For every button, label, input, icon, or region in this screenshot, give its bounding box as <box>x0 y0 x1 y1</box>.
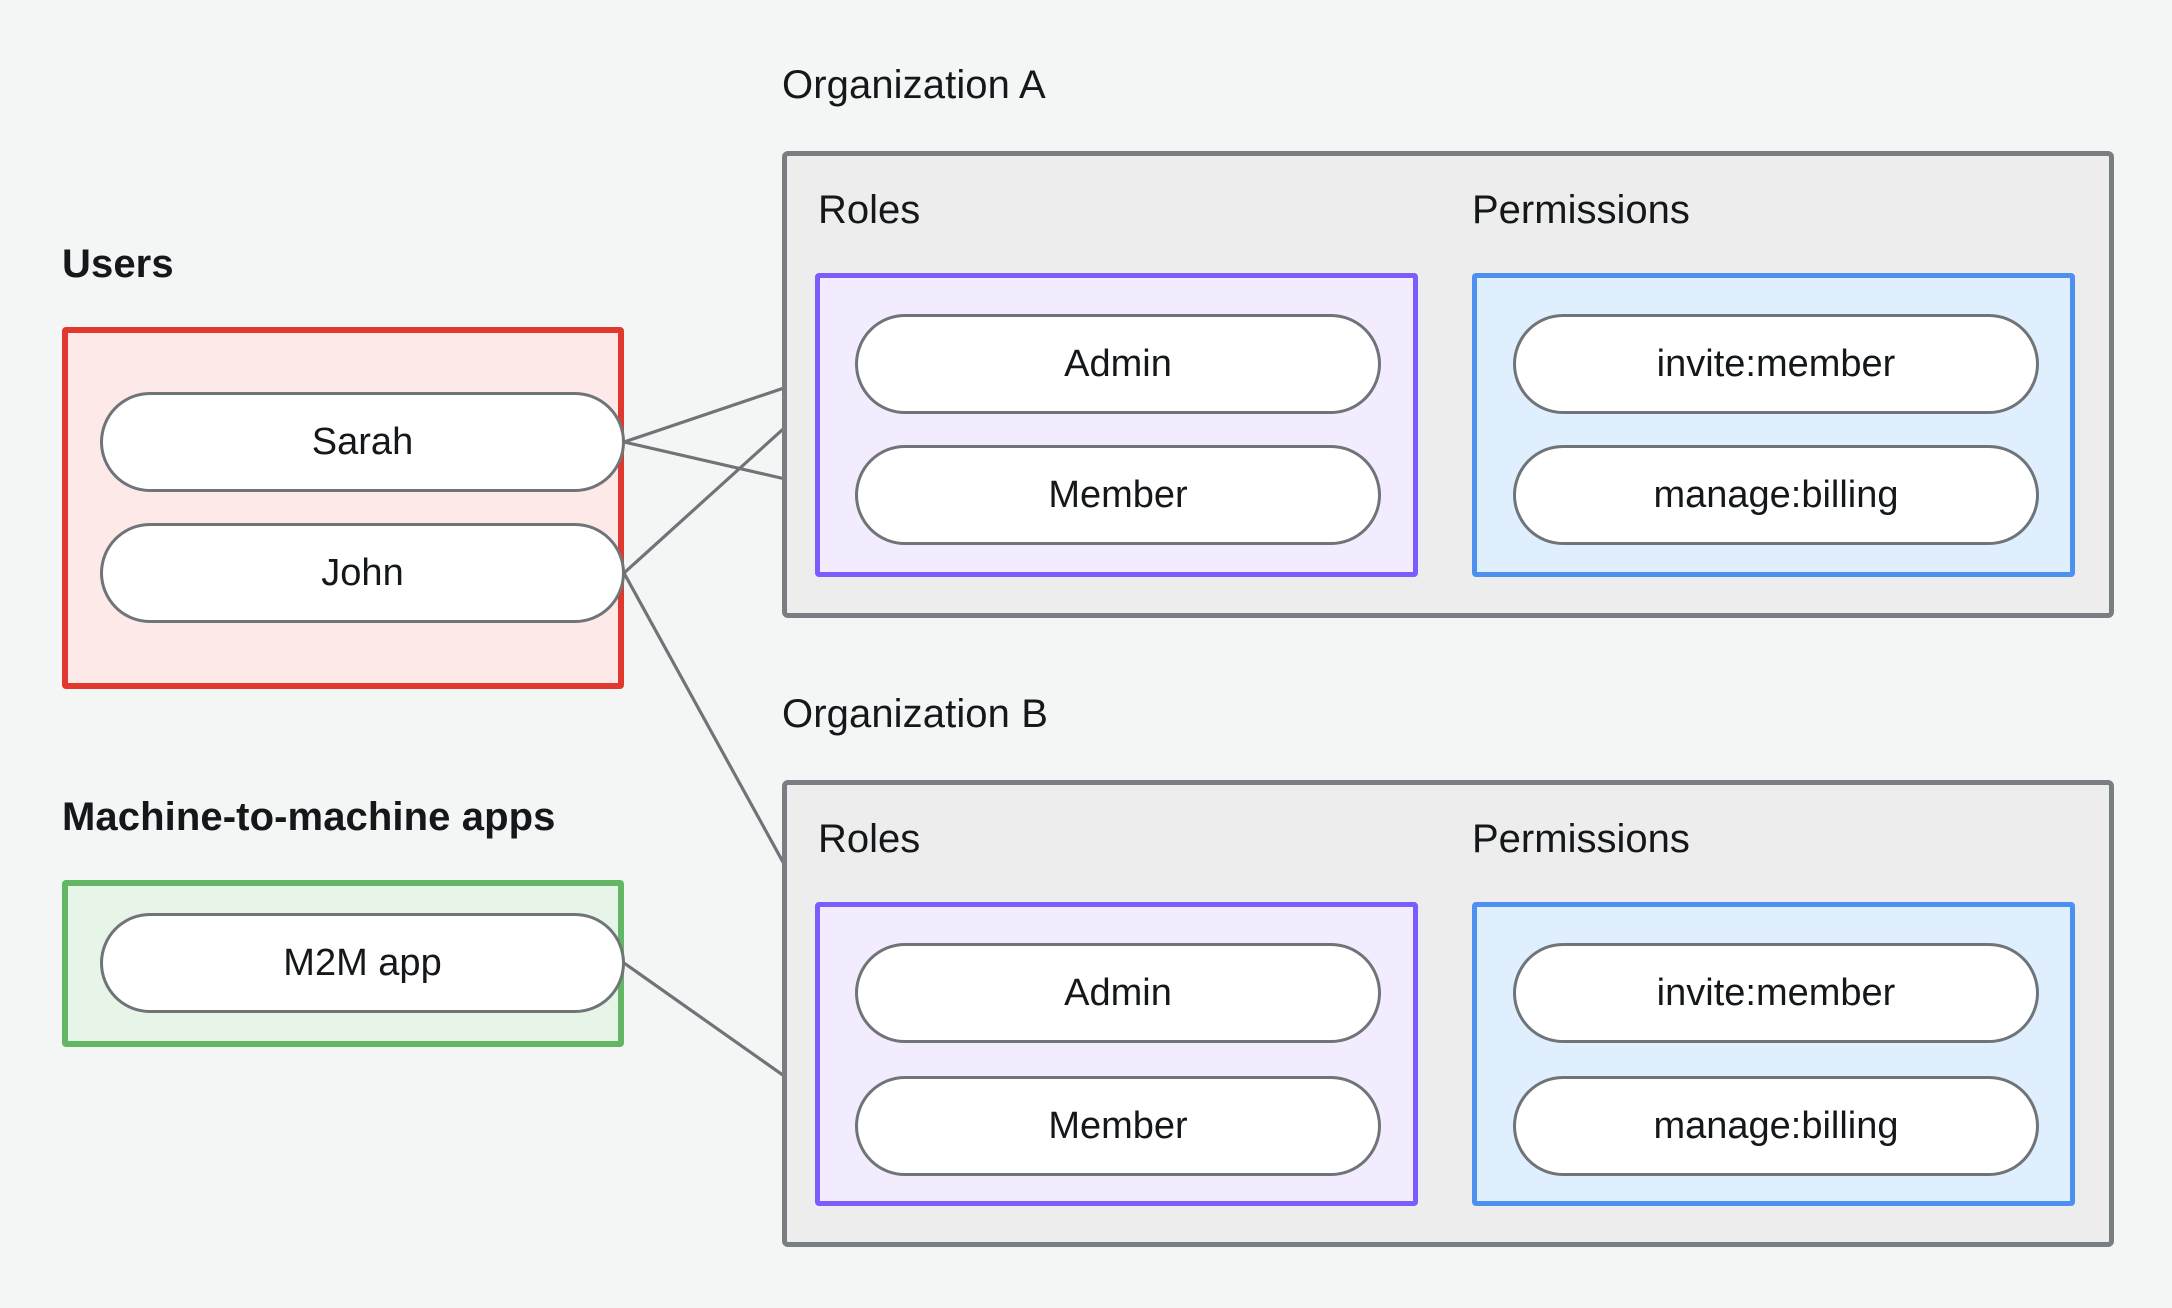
permission-node-org-b-invite-member[interactable]: invite:member <box>1513 943 2039 1043</box>
role-node-org-a-admin[interactable]: Admin <box>855 314 1381 414</box>
org-b-title: Organization B <box>782 692 1048 736</box>
users-group-box <box>62 327 624 689</box>
org-a-roles-label: Roles <box>818 188 921 232</box>
org-a-title: Organization A <box>782 63 1046 107</box>
org-b-roles-label: Roles <box>818 817 921 861</box>
org-a-permissions-label: Permissions <box>1472 188 1690 232</box>
m2m-group-title: Machine-to-machine apps <box>62 795 556 839</box>
permission-node-org-a-manage-billing[interactable]: manage:billing <box>1513 445 2039 545</box>
m2m-node-app[interactable]: M2M app <box>100 913 625 1013</box>
permission-node-org-a-invite-member[interactable]: invite:member <box>1513 314 2039 414</box>
role-node-org-b-admin[interactable]: Admin <box>855 943 1381 1043</box>
role-node-org-a-member[interactable]: Member <box>855 445 1381 545</box>
user-node-sarah[interactable]: Sarah <box>100 392 625 492</box>
permission-node-org-b-manage-billing[interactable]: manage:billing <box>1513 1076 2039 1176</box>
org-b-permissions-label: Permissions <box>1472 817 1690 861</box>
users-group-title: Users <box>62 242 174 286</box>
role-node-org-b-member[interactable]: Member <box>855 1076 1381 1176</box>
user-node-john[interactable]: John <box>100 523 625 623</box>
